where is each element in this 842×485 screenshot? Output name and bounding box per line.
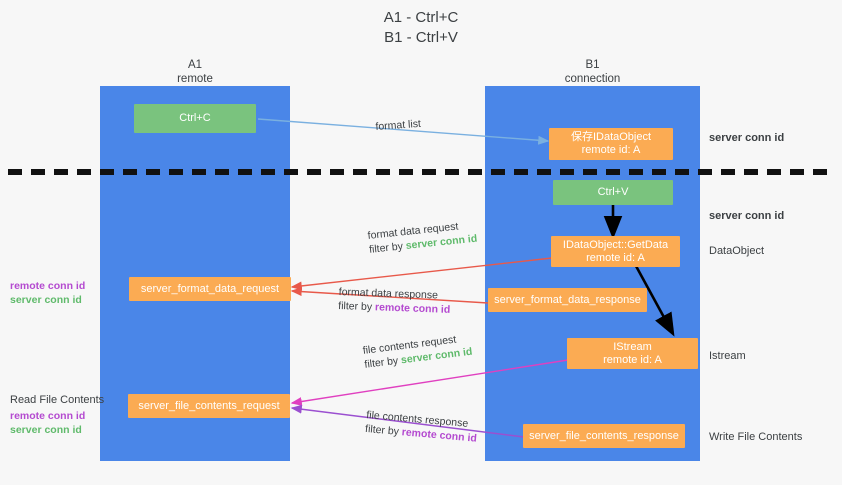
filter-prefix-4: filter by bbox=[364, 422, 403, 439]
node-ctrl-c-label: Ctrl+C bbox=[179, 112, 211, 124]
annotation-group-format-conn-ids: remote conn id server conn id bbox=[10, 279, 85, 307]
column-header-b1: B1 connection bbox=[485, 58, 700, 86]
filter-prefix-3: filter by bbox=[363, 354, 402, 371]
edge-label-format-data-response-filter: filter by remote conn id bbox=[338, 299, 450, 317]
node-save-idataobject[interactable]: 保存IDataObject remote id: A bbox=[549, 128, 673, 160]
node-server-format-data-response[interactable]: server_format_data_response bbox=[488, 288, 647, 312]
annotation-dataobject: DataObject bbox=[709, 245, 765, 257]
column-a1-name: A1 bbox=[187, 59, 203, 71]
annotation-write-file-contents: Write File Contents bbox=[709, 431, 803, 443]
node-istream[interactable]: IStream remote id: A bbox=[567, 338, 698, 369]
filter-key-remote-conn-id-1: remote conn id bbox=[374, 301, 451, 316]
column-header-a1: A1 remote bbox=[100, 58, 290, 86]
node-istream-line2: remote id: A bbox=[603, 353, 662, 366]
title-line-1: A1 - Ctrl+C bbox=[383, 9, 459, 26]
column-b1-sub: connection bbox=[564, 73, 621, 85]
annotation-server-conn-id-top: server conn id bbox=[709, 132, 785, 144]
annotation-group-read-file-contents: Read File Contents remote conn id server… bbox=[10, 393, 104, 437]
edge-label-format-list: format list bbox=[375, 117, 421, 134]
edge-label-file-contents-request: file contents request filter by server c… bbox=[362, 331, 473, 372]
title-line-2: B1 - Ctrl+V bbox=[384, 29, 458, 46]
edge-label-format-data-response: format data response filter by remote co… bbox=[338, 285, 451, 317]
node-ctrl-v-label: Ctrl+V bbox=[597, 186, 629, 198]
column-a1-sub: remote bbox=[177, 73, 213, 85]
node-idataobject-getdata-line2: remote id: A bbox=[586, 251, 645, 264]
column-b1-name: B1 bbox=[585, 59, 600, 71]
annotation-read-file-contents-heading: Read File Contents bbox=[10, 394, 105, 406]
diagram-title: A1 - Ctrl+C B1 - Ctrl+V bbox=[0, 8, 842, 48]
edge-label-format-list-text: format list bbox=[375, 117, 422, 133]
edge-label-file-contents-response: file contents response filter by remote … bbox=[365, 408, 479, 446]
node-idataobject-getdata[interactable]: IDataObject::GetData remote id: A bbox=[551, 236, 680, 267]
annotation-server-conn-id-4: server conn id bbox=[10, 424, 82, 436]
node-server-format-data-request[interactable]: server_format_data_request bbox=[129, 277, 291, 301]
node-server-file-contents-response[interactable]: server_file_contents_response bbox=[523, 424, 685, 448]
node-istream-line1: IStream bbox=[613, 340, 652, 353]
filter-prefix-1: filter by bbox=[368, 240, 407, 256]
edge-label-format-data-request: format data request filter by server con… bbox=[367, 218, 478, 257]
node-server-file-contents-request[interactable]: server_file_contents_request bbox=[128, 394, 290, 418]
node-server-format-data-response-label: server_format_data_response bbox=[494, 293, 641, 306]
annotation-istream: Istream bbox=[709, 350, 746, 362]
filter-prefix-2: filter by bbox=[338, 299, 376, 314]
node-idataobject-getdata-line1: IDataObject::GetData bbox=[562, 238, 669, 251]
annotation-server-conn-id-3: server conn id bbox=[10, 294, 82, 306]
annotation-server-conn-id-second: server conn id bbox=[709, 210, 785, 222]
annotation-remote-conn-id-2: remote conn id bbox=[10, 410, 86, 422]
node-ctrl-c[interactable]: Ctrl+C bbox=[134, 104, 256, 133]
node-server-file-contents-response-label: server_file_contents_response bbox=[529, 429, 679, 442]
node-ctrl-v[interactable]: Ctrl+V bbox=[553, 180, 673, 205]
node-save-idataobject-line1: 保存IDataObject bbox=[570, 131, 652, 143]
node-save-idataobject-line2: remote id: A bbox=[581, 144, 641, 156]
node-server-format-data-request-label: server_format_data_request bbox=[140, 282, 280, 295]
annotation-remote-conn-id-1: remote conn id bbox=[10, 280, 86, 292]
node-server-file-contents-request-label: server_file_contents_request bbox=[138, 399, 280, 412]
